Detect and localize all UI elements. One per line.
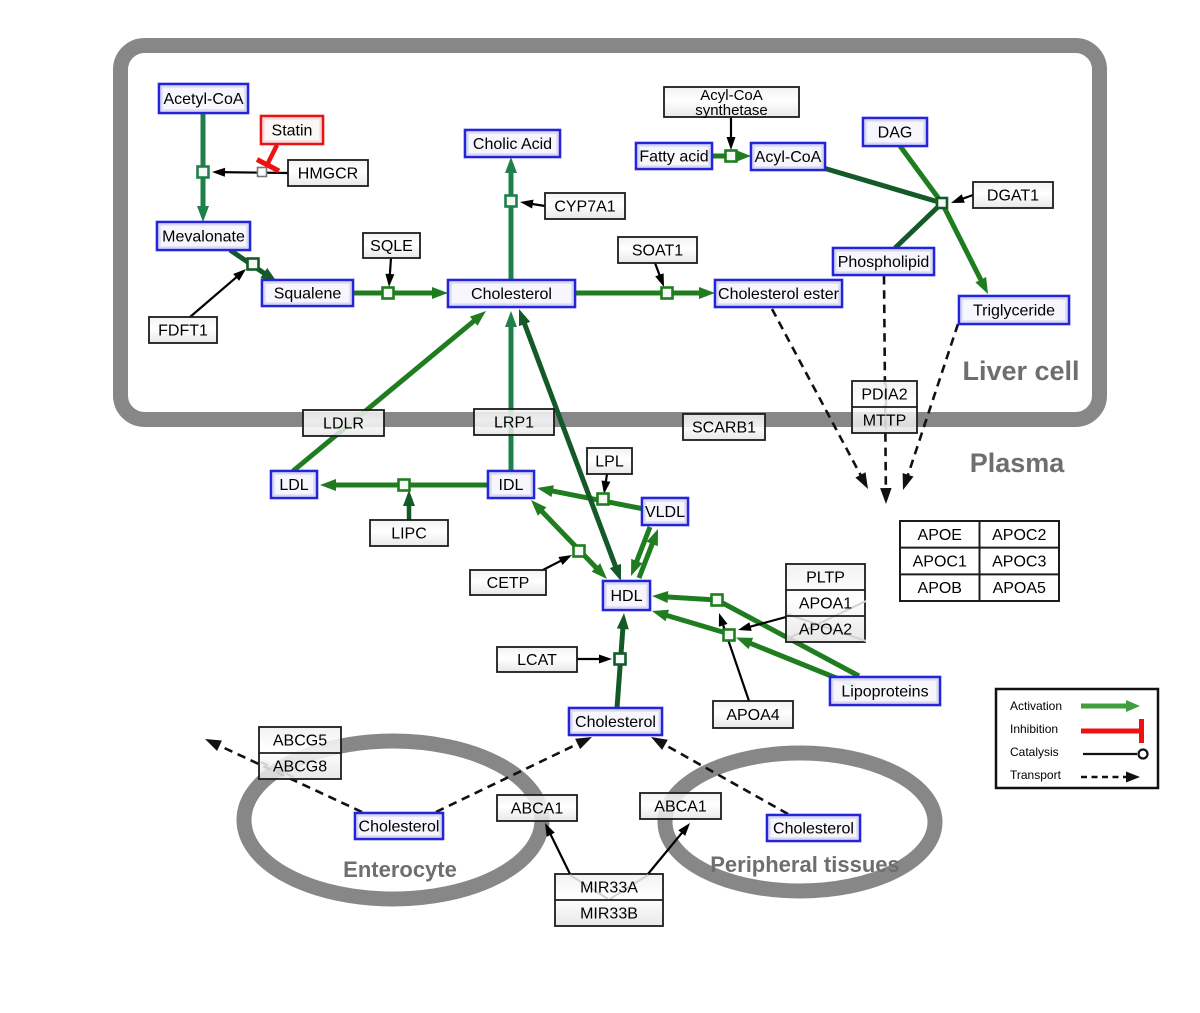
svg-text:Activation: Activation [1010,699,1062,713]
svg-text:Mevalonate: Mevalonate [162,229,245,246]
svg-text:SQLE: SQLE [370,238,413,255]
svg-text:IDL: IDL [499,477,524,494]
svg-text:APOA4: APOA4 [726,707,779,724]
svg-text:LPL: LPL [595,454,624,471]
svg-text:LIPC: LIPC [391,526,427,543]
svg-text:APOA1: APOA1 [799,596,852,613]
svg-text:DAG: DAG [878,125,913,142]
svg-text:Statin: Statin [272,123,313,140]
svg-text:SCARB1: SCARB1 [692,420,756,437]
svg-text:APOC3: APOC3 [992,554,1046,571]
svg-text:Peripheral tissues: Peripheral tissues [710,852,900,877]
svg-text:ABCG8: ABCG8 [273,759,327,776]
svg-text:Cholic Acid: Cholic Acid [473,136,552,153]
svg-text:Phospholipid: Phospholipid [838,254,930,271]
svg-text:Triglyceride: Triglyceride [973,303,1055,320]
svg-text:VLDL: VLDL [645,504,685,521]
svg-text:APOB: APOB [918,580,962,597]
svg-text:PDIA2: PDIA2 [861,387,907,404]
svg-text:HDL: HDL [610,588,642,605]
svg-text:LDL: LDL [279,477,308,494]
svg-text:CYP7A1: CYP7A1 [554,199,615,216]
svg-text:Liver cell: Liver cell [962,356,1079,386]
svg-text:synthetase: synthetase [695,102,768,119]
svg-text:APOA5: APOA5 [993,580,1046,597]
svg-text:Catalysis: Catalysis [1010,745,1059,759]
svg-text:Acetyl-CoA: Acetyl-CoA [163,91,243,108]
svg-text:Plasma: Plasma [970,448,1066,478]
svg-text:Cholesterol ester: Cholesterol ester [718,286,840,303]
svg-text:ABCA1: ABCA1 [511,801,564,818]
svg-text:PLTP: PLTP [806,570,845,587]
svg-text:MIR33B: MIR33B [580,906,638,923]
svg-text:Cholesterol: Cholesterol [359,819,440,836]
svg-text:LCAT: LCAT [517,652,557,669]
svg-text:Inhibition: Inhibition [1010,722,1058,736]
svg-text:Cholesterol: Cholesterol [773,821,854,838]
svg-text:LRP1: LRP1 [494,415,534,432]
svg-text:LDLR: LDLR [323,416,364,433]
svg-text:Squalene: Squalene [274,286,342,303]
svg-text:Transport: Transport [1010,768,1062,782]
svg-text:Enterocyte: Enterocyte [343,857,457,882]
svg-text:MIR33A: MIR33A [580,880,638,897]
svg-text:Lipoproteins: Lipoproteins [841,684,928,701]
svg-text:MTTP: MTTP [863,413,907,430]
svg-text:ABCG5: ABCG5 [273,733,327,750]
svg-text:FDFT1: FDFT1 [158,323,208,340]
svg-text:Cholesterol: Cholesterol [471,286,552,303]
svg-text:Acyl-CoA: Acyl-CoA [700,87,763,104]
svg-text:APOC1: APOC1 [913,554,967,571]
svg-text:HMGCR: HMGCR [298,166,358,183]
svg-text:SOAT1: SOAT1 [632,243,683,260]
svg-text:Fatty acid: Fatty acid [639,149,708,166]
svg-text:Cholesterol: Cholesterol [575,714,656,731]
svg-text:Acyl-CoA: Acyl-CoA [755,149,822,166]
svg-text:CETP: CETP [487,575,530,592]
svg-text:APOA2: APOA2 [799,622,852,639]
svg-text:APOC2: APOC2 [992,527,1046,544]
svg-text:APOE: APOE [918,527,962,544]
svg-text:DGAT1: DGAT1 [987,188,1039,205]
svg-text:ABCA1: ABCA1 [654,799,707,816]
